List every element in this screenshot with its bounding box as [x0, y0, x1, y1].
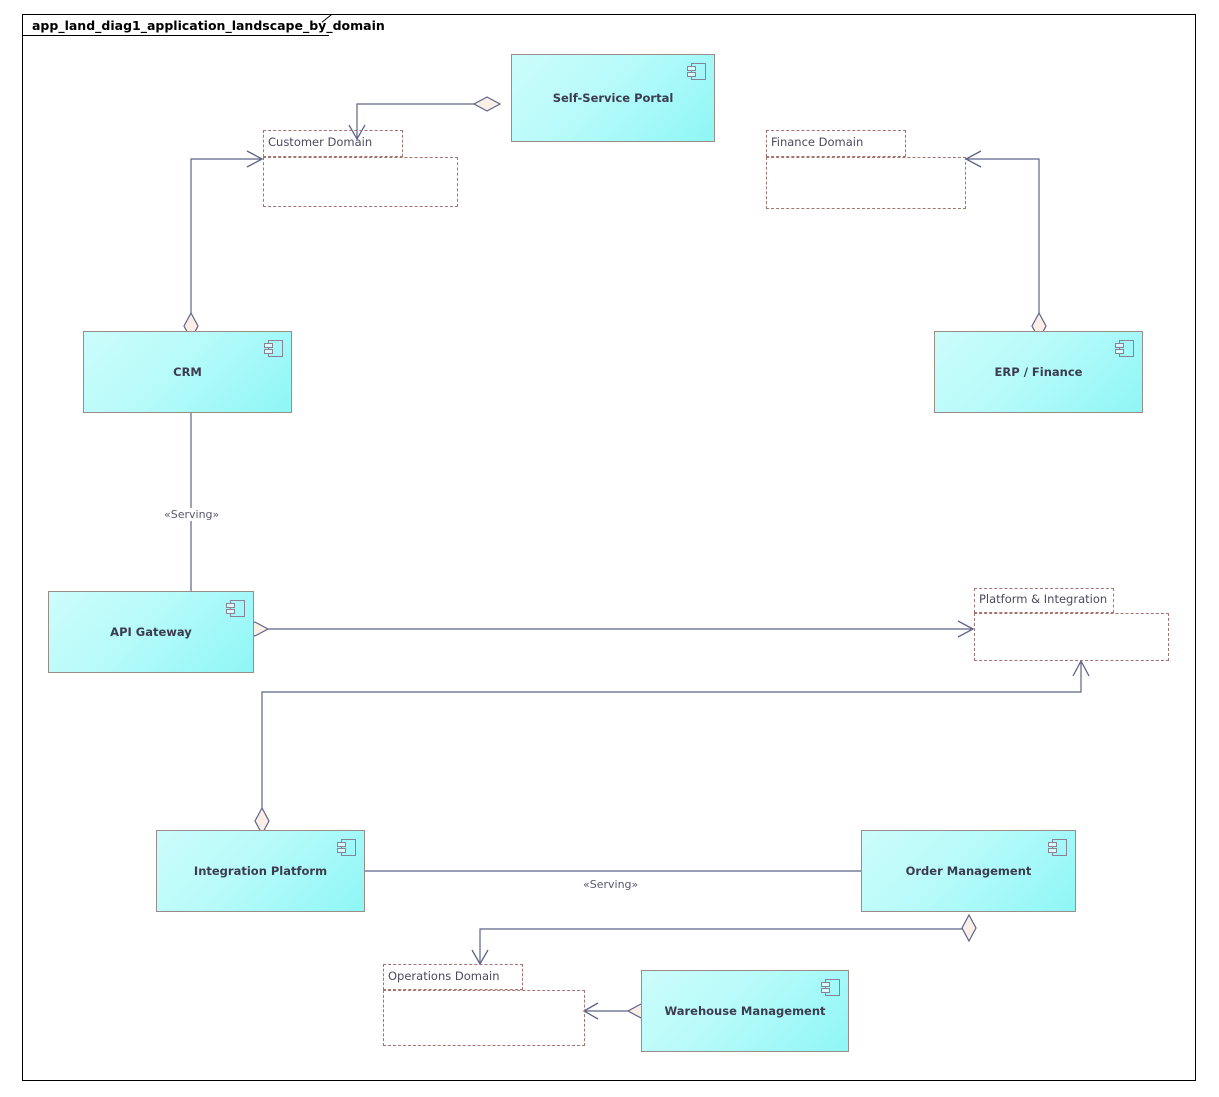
group-tab-finance-domain: [766, 130, 906, 157]
group-label-platform-integration: Platform & Integration: [979, 592, 1108, 606]
title-tab-underline: [23, 35, 329, 36]
component-erp-finance[interactable]: ERP / Finance: [934, 331, 1143, 413]
edge-label-crm-api-gateway-serving: «Serving»: [161, 508, 223, 521]
component-integration-platform[interactable]: Integration Platform: [156, 830, 365, 912]
group-body-operations-domain: [383, 990, 585, 1046]
group-tab-platform-integration: [974, 588, 1114, 613]
group-tab-customer-domain: [263, 130, 403, 157]
page-title: app_land_diag1_application_landscape_by_…: [32, 18, 385, 33]
uml-component-icon: [1115, 340, 1134, 357]
group-body-platform-integration: [974, 613, 1169, 661]
component-order-management[interactable]: Order Management: [861, 830, 1076, 912]
component-label-self-service-portal: Self-Service Portal: [552, 90, 674, 105]
uml-component-icon: [821, 979, 840, 996]
component-label-crm: CRM: [173, 364, 202, 379]
component-self-service-portal[interactable]: Self-Service Portal: [511, 54, 715, 142]
uml-component-icon: [337, 839, 356, 856]
group-label-operations-domain: Operations Domain: [388, 969, 500, 983]
component-api-gateway[interactable]: API Gateway: [48, 591, 254, 673]
group-body-customer-domain: [263, 157, 458, 207]
group-body-finance-domain: [766, 157, 966, 209]
group-tab-operations-domain: [383, 964, 523, 990]
component-label-erp-finance: ERP / Finance: [994, 364, 1083, 379]
uml-component-icon: [226, 600, 245, 617]
component-warehouse-management[interactable]: Warehouse Management: [641, 970, 849, 1052]
group-label-customer-domain: Customer Domain: [268, 135, 373, 149]
uml-component-icon: [687, 63, 706, 80]
component-label-integration-platform: Integration Platform: [193, 863, 328, 878]
group-label-finance-domain: Finance Domain: [771, 135, 864, 149]
component-label-order-management: Order Management: [905, 863, 1032, 878]
component-label-warehouse-management: Warehouse Management: [664, 1003, 826, 1018]
component-crm[interactable]: CRM: [83, 331, 292, 413]
edge-label-integration-order-serving: «Serving»: [580, 878, 642, 891]
uml-component-icon: [1048, 839, 1067, 856]
diagram-frame: [22, 14, 1196, 1081]
title-tab-corner: [322, 15, 348, 36]
diagram-title-tab: app_land_diag1_application_landscape_by_…: [22, 14, 385, 36]
uml-component-icon: [264, 340, 283, 357]
component-label-api-gateway: API Gateway: [110, 624, 192, 639]
